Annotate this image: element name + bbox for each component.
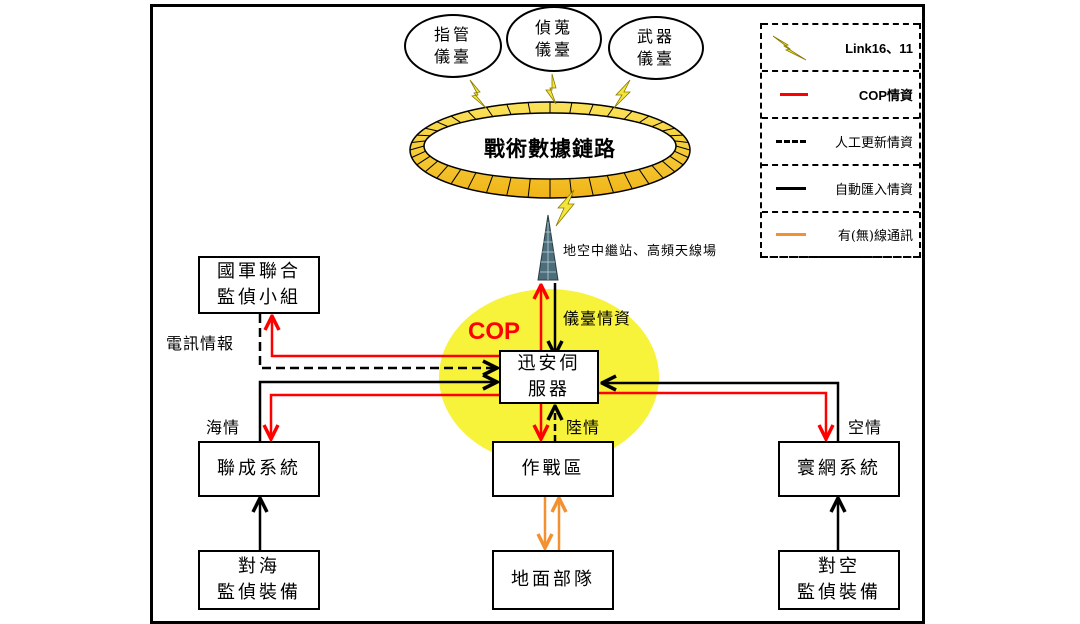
orange-line-swatch bbox=[776, 233, 806, 236]
ring-segment-divider bbox=[675, 145, 691, 151]
red-line-swatch bbox=[780, 93, 808, 96]
ring-segment-divider bbox=[416, 155, 431, 166]
node-label: 指管 儀臺 bbox=[433, 25, 472, 66]
cop-to-joint-team-arrow bbox=[272, 316, 500, 358]
ring-segment-divider bbox=[651, 165, 664, 179]
ring-segment-divider bbox=[436, 165, 449, 179]
ring-segment-divider bbox=[588, 104, 594, 115]
node-air-equip: 對空 監偵裝備 bbox=[778, 550, 900, 610]
ring-segment-divider bbox=[669, 155, 684, 166]
dashed-line-swatch bbox=[776, 140, 806, 143]
legend-item-manual: 人工更新情資 bbox=[762, 117, 919, 164]
ring-segment-divider bbox=[588, 177, 594, 196]
air-intel-arrow bbox=[602, 383, 840, 442]
ring-segment-divider bbox=[661, 160, 676, 173]
ring-segment-divider bbox=[669, 134, 684, 137]
node-command-platform: 指管 儀臺 bbox=[404, 14, 502, 78]
legend-label: Link16、11 bbox=[845, 41, 913, 56]
legend-item-wireless: 有(無)線通訊 bbox=[762, 211, 919, 258]
ring-segment-divider bbox=[411, 140, 426, 143]
diagram-canvas: COP 戰術數據鏈路 指管 儀臺 偵蒐 儀臺 武器 儀臺 地空中繼站、高頻天線場… bbox=[0, 4, 1080, 624]
ring-segment-divider bbox=[467, 110, 477, 120]
ring-segment-divider bbox=[527, 102, 531, 114]
black-line-swatch bbox=[776, 187, 806, 190]
datalink-ring bbox=[409, 101, 691, 199]
node-label: 武器 儀臺 bbox=[636, 27, 675, 68]
lightning-icon bbox=[469, 79, 487, 109]
lightning-icon bbox=[545, 73, 557, 105]
ring-segment-divider bbox=[506, 104, 512, 115]
ring-segment-divider bbox=[409, 145, 425, 151]
legend: Link16、11 COP情資 人工更新情資 自動匯入情資 有(無)線通訊 bbox=[760, 23, 921, 258]
land-intel-label: 陸情 bbox=[566, 418, 601, 437]
datalink-ring-label: 戰術數據鏈路 bbox=[484, 136, 616, 161]
ring-segment-divider bbox=[467, 172, 477, 190]
sea-intel-label: 海情 bbox=[206, 418, 241, 437]
legend-item-auto: 自動匯入情資 bbox=[762, 164, 919, 211]
ring-segment-divider bbox=[623, 110, 633, 120]
ring-segment-divider bbox=[638, 115, 650, 124]
ring-segment-divider bbox=[527, 178, 531, 198]
relay-label: 地空中繼站、高頻天線場 bbox=[563, 244, 718, 259]
platform-intel-label: 儀臺情資 bbox=[563, 309, 632, 328]
antenna-tower-icon bbox=[537, 214, 559, 281]
node-recon-platform: 偵蒐 儀臺 bbox=[506, 6, 602, 72]
legend-item-cop: COP情資 bbox=[762, 70, 919, 117]
ring-segment-divider bbox=[662, 127, 675, 132]
ring-segment-divider bbox=[638, 169, 650, 185]
lightning-icon bbox=[772, 35, 807, 60]
legend-item-link16: Link16、11 bbox=[762, 23, 919, 70]
node-sea-equip: 對海 監偵裝備 bbox=[198, 550, 320, 610]
ring-segment-divider bbox=[606, 106, 614, 117]
ring-segment-divider bbox=[623, 172, 633, 190]
node-weapon-platform: 武器 儀臺 bbox=[608, 16, 704, 80]
node-ground-units: 地面部隊 bbox=[492, 550, 614, 610]
sea-intel-arrow bbox=[258, 382, 497, 442]
cop-label: COP bbox=[468, 318, 520, 345]
telecom-intel-arrow bbox=[258, 314, 497, 368]
ring-segment-divider bbox=[424, 160, 439, 173]
ring-segment-divider bbox=[436, 121, 449, 128]
ring-segment-divider bbox=[674, 140, 689, 143]
air-intel-label: 空情 bbox=[848, 418, 883, 437]
cop-to-joint-system-arrow bbox=[271, 393, 500, 439]
ring-segment-divider bbox=[651, 121, 664, 128]
node-sky-system: 寰網系統 bbox=[778, 441, 900, 497]
cop-to-sky-system-arrow bbox=[598, 391, 826, 439]
ring-segment-divider bbox=[606, 175, 615, 193]
ring-segment-divider bbox=[674, 150, 689, 158]
ring-segment-divider bbox=[425, 127, 438, 132]
ring-segment-divider bbox=[486, 106, 494, 117]
lightning-icon bbox=[613, 79, 631, 109]
connector-layer: COP 戰術數據鏈路 bbox=[0, 73, 1080, 550]
ring-segment-divider bbox=[450, 169, 462, 185]
node-joint-team: 國軍聯合 監偵小組 bbox=[198, 256, 320, 314]
ring-segment-divider bbox=[506, 177, 512, 196]
legend-label: 有(無)線通訊 bbox=[837, 229, 913, 244]
ring-segment-divider bbox=[416, 134, 431, 137]
ring-segment-divider bbox=[411, 150, 426, 158]
legend-label: 人工更新情資 bbox=[834, 136, 913, 151]
node-ops-area: 作戰區 bbox=[492, 441, 614, 497]
lightning-icon bbox=[555, 189, 575, 227]
telecom-intel-label: 電訊情報 bbox=[166, 334, 235, 353]
ring-segment-divider bbox=[450, 115, 462, 124]
node-joint-system: 聯成系統 bbox=[198, 441, 320, 497]
legend-label: COP情資 bbox=[858, 88, 913, 103]
node-label: 偵蒐 儀臺 bbox=[534, 18, 573, 59]
ring-segment-divider bbox=[569, 102, 573, 114]
legend-label: 自動匯入情資 bbox=[834, 183, 913, 198]
node-server: 迅安伺 服器 bbox=[499, 350, 599, 404]
ring-segment-divider bbox=[485, 175, 494, 193]
